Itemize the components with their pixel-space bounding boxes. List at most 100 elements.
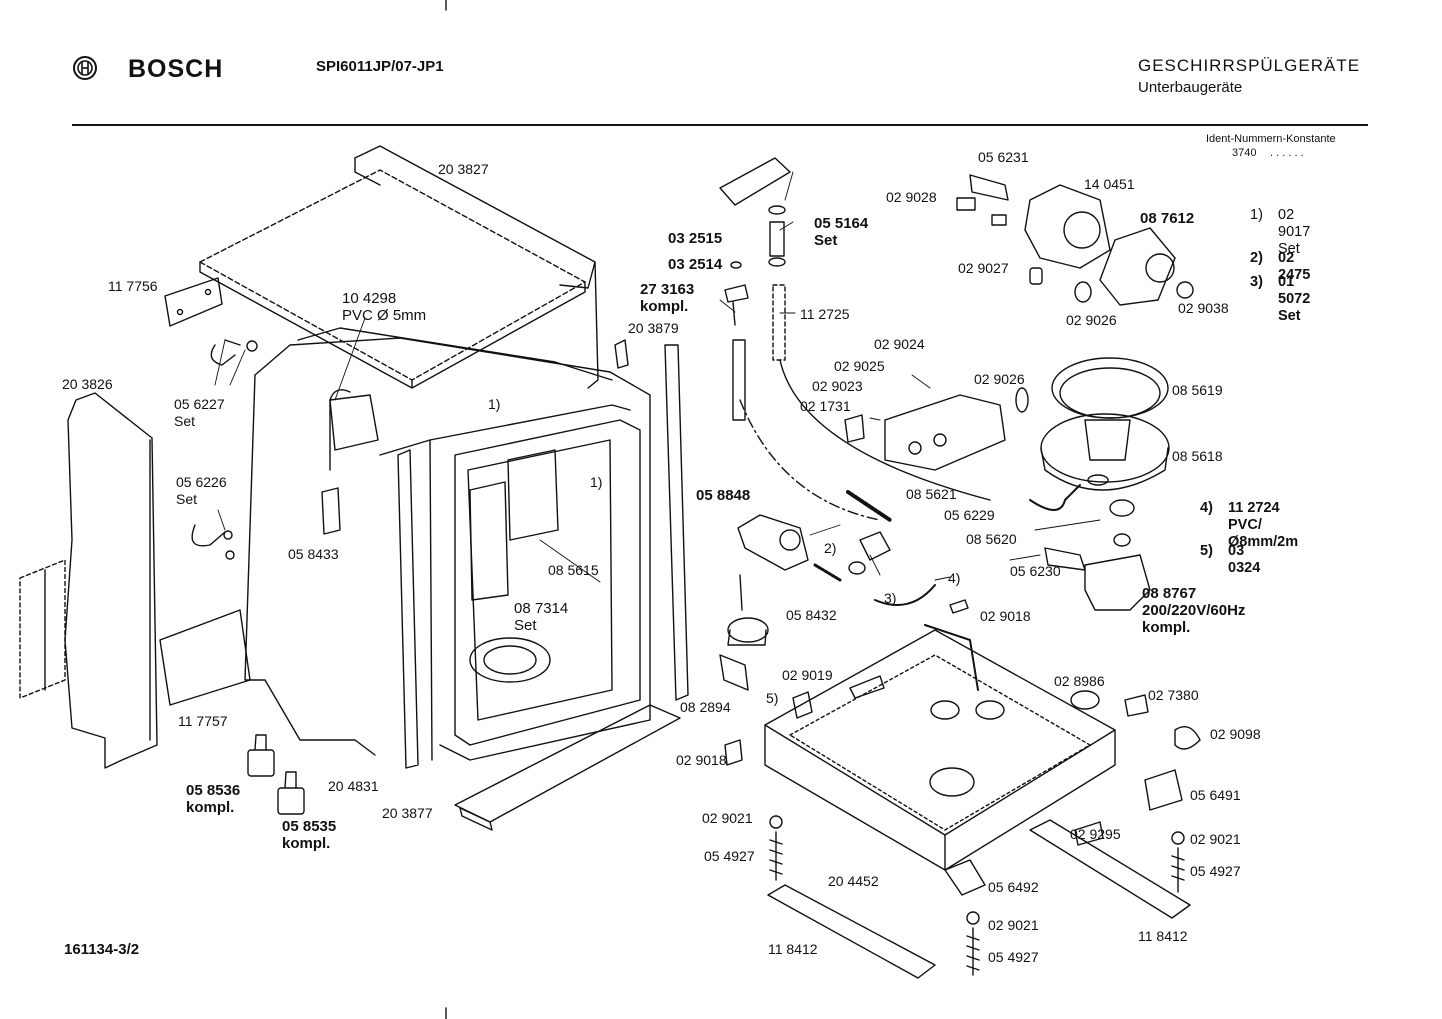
foot-screw-right — [1171, 831, 1185, 893]
bushing-part — [1029, 267, 1043, 285]
part-label-inlet-valve: 05 8848 — [696, 487, 751, 504]
clamp-part — [859, 531, 891, 561]
part-label-foot-bar-right: 11 8412 — [1138, 928, 1188, 944]
part-label-bottom-bracket: 11 7757 — [178, 713, 228, 729]
part-label-screw-1: 03 2515 — [668, 230, 723, 247]
part-label-filter: 08 5615 — [548, 562, 599, 578]
legend-value: 11 2724 PVC/Ø8mm/2m — [1228, 500, 1299, 550]
hose-elbow-2 — [191, 524, 226, 547]
part-label-pvc-tube: 10 4298 PVC Ø 5mm — [342, 290, 427, 324]
part-label-rack-set: 08 7314 Set — [514, 600, 569, 634]
bottom-bracket — [159, 609, 251, 706]
part-label-pressure-switch-1: 05 8536 kompl. — [186, 782, 241, 816]
part-label-ref-3: 3) — [884, 590, 897, 606]
part-label-connector: 02 9295 — [1070, 826, 1121, 842]
door-seal-right — [664, 344, 689, 701]
screw-part — [730, 261, 742, 269]
part-label-foot-bar-left: 11 8412 — [768, 941, 818, 957]
bracket-part — [719, 654, 749, 691]
part-label-sensor: 05 6231 — [978, 149, 1029, 165]
part-label-hose-set-2: 05 6226 Set — [176, 474, 227, 507]
heater-housing — [884, 394, 1006, 471]
pressure-switch-2 — [277, 771, 305, 815]
part-label-pressure-switch-2: 05 8535 kompl. — [282, 818, 337, 852]
foot-screw-center — [966, 911, 980, 976]
sensor-part — [969, 174, 1009, 201]
part-label-clip-2: 02 9019 — [782, 667, 833, 683]
bosch-logo-icon — [73, 56, 97, 80]
air-break-cap — [724, 284, 749, 303]
part-label-ref-1a: 1) — [488, 396, 501, 412]
part-label-ref-2: 2) — [824, 540, 837, 556]
ident-value: 3740 — [1232, 147, 1257, 159]
part-label-base-tray: 20 4452 — [828, 873, 879, 889]
side-panel-left — [19, 392, 158, 769]
part-label-screw-center: 05 4927 — [988, 949, 1039, 965]
foot-bracket — [944, 859, 986, 896]
spring-hose — [846, 490, 892, 522]
fill-tube — [732, 339, 746, 421]
part-label-pump-cover: 14 0451 — [1084, 176, 1135, 192]
part-label-foot-bracket: 05 6492 — [988, 879, 1039, 895]
hose-clamp-bracket — [719, 157, 791, 206]
part-label-cover-plate: 05 6491 — [1190, 787, 1241, 803]
sump-assembly — [1040, 357, 1170, 517]
legend-value: 01 5072 Set — [1278, 274, 1311, 324]
flow-meter-part — [727, 617, 769, 646]
brand-name: BOSCH — [128, 55, 224, 83]
seal-ring — [1015, 387, 1029, 413]
part-label-level-switch: 05 8433 — [288, 546, 339, 562]
part-label-hinge-bracket: 11 7756 — [108, 278, 158, 294]
clip-part-3 — [724, 739, 743, 766]
model-number: SPI6011JP/07-JP1 — [316, 58, 444, 75]
part-label-air-break: 27 3163 kompl. — [640, 281, 695, 315]
legend-value: 02 2475 — [1278, 250, 1311, 283]
part-label-capacitor: 02 9098 — [1210, 726, 1261, 742]
pump-cover — [1024, 184, 1194, 306]
float-part — [1070, 690, 1100, 710]
ident-title: Ident-Nummern-Konstante — [1206, 133, 1336, 145]
legend-value: 02 9017 Set — [1278, 207, 1311, 257]
foot-bar-left — [767, 884, 936, 979]
clip-part-1 — [949, 599, 969, 614]
kick-plate — [454, 704, 681, 823]
part-label-seal-1: 02 9026 — [1066, 312, 1117, 328]
part-label-seal-2: 02 9038 — [1178, 300, 1229, 316]
part-label-nut-right: 02 9021 — [1190, 831, 1241, 847]
part-label-sump: 08 5618 — [1172, 448, 1223, 464]
part-label-spring: 02 9023 — [812, 378, 863, 394]
base-tray — [764, 624, 1116, 871]
part-label-screw-right: 05 4927 — [1190, 863, 1241, 879]
part-label-ref-1b: 1) — [590, 474, 603, 490]
part-label-side-panel: 20 3826 — [62, 376, 113, 392]
part-label-ref-4: 4) — [948, 570, 961, 586]
door-seal-left — [397, 449, 419, 769]
drain-tube — [772, 284, 786, 361]
foot-screw-left — [769, 815, 783, 881]
connector-part — [1074, 821, 1104, 846]
header-divider — [72, 124, 1368, 126]
clip-part-2 — [849, 675, 885, 699]
part-label-drain-pump: 08 8767 200/220V/60Hz kompl. — [1142, 585, 1246, 636]
part-label-block-1: 02 9028 — [886, 189, 937, 205]
ident-dots: . . . . . . — [1270, 147, 1304, 159]
seal-clip — [614, 339, 629, 369]
hose-elbow-pump — [1029, 484, 1081, 511]
tub-housing — [244, 327, 651, 761]
part-label-pump-hose: 05 6230 — [1010, 563, 1061, 579]
part-label-clamp-set: 05 5164 Set — [814, 215, 869, 249]
part-label-top-cover: 20 3827 — [438, 161, 489, 177]
level-switch-part — [321, 487, 341, 535]
part-label-hose-set-1: 05 6227 Set — [174, 396, 225, 429]
part-label-sump-top: 08 5619 — [1172, 382, 1223, 398]
hose-elbow — [210, 344, 236, 366]
foot-bar-right — [1029, 819, 1191, 919]
clip-part-5 — [792, 691, 813, 719]
legend-key: 3) — [1250, 274, 1263, 290]
capacitor-part — [1174, 726, 1201, 750]
legend-key: 4) — [1200, 500, 1213, 516]
pvc-tube — [329, 389, 351, 471]
part-label-clip-3: 02 9018 — [676, 752, 727, 768]
appliance-category: GESCHIRRSPÜLGERÄTE — [1138, 56, 1361, 75]
